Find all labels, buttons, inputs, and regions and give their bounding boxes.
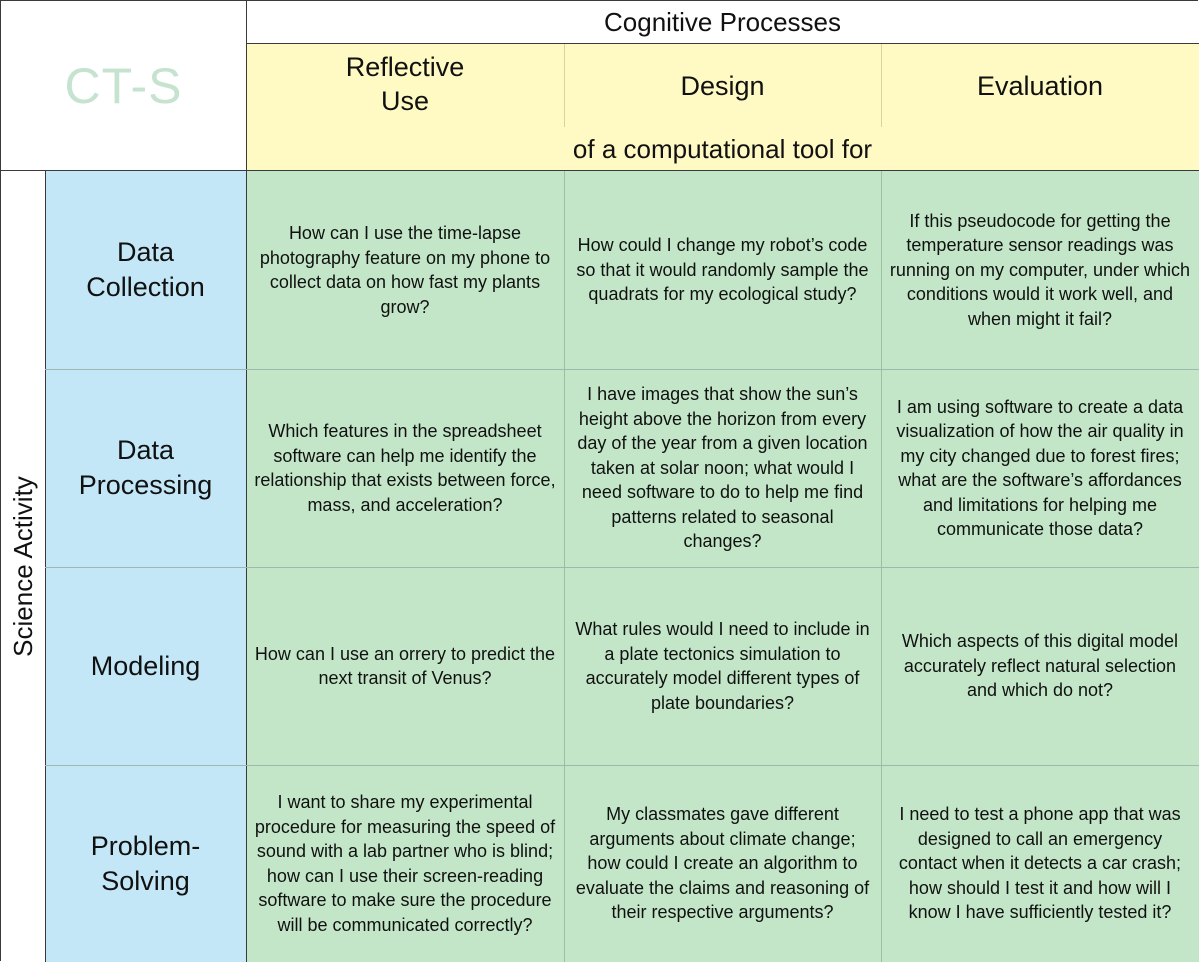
divider <box>564 171 565 962</box>
header-title-cell: Cognitive Processes <box>246 1 1199 44</box>
cell-data-collection-evaluation: If this pseudocode for getting the tempe… <box>881 171 1199 369</box>
row-label-data-processing: Data Processing <box>45 369 246 567</box>
divider <box>45 765 1199 766</box>
ct-s-logo: CT-S <box>64 58 183 114</box>
divider <box>246 1 247 962</box>
row-label-data-collection: Data Collection <box>45 171 246 369</box>
divider <box>246 43 1199 44</box>
divider <box>45 171 46 962</box>
header-title: Cognitive Processes <box>604 7 841 37</box>
divider <box>881 44 882 127</box>
divider <box>564 44 565 127</box>
column-header-design: Design <box>564 44 881 127</box>
divider <box>1 170 1199 171</box>
logo-cell: CT-S <box>1 1 246 171</box>
cell-modeling-reflective-use: How can I use an orrery to predict the n… <box>246 567 564 765</box>
side-label: Science Activity <box>7 476 38 657</box>
row-label-modeling: Modeling <box>45 567 246 765</box>
cell-problem-solving-design: My classmates gave different arguments a… <box>564 765 881 962</box>
cell-data-processing-evaluation: I am using software to create a data vis… <box>881 369 1199 567</box>
cell-problem-solving-evaluation: I need to test a phone app that was desi… <box>881 765 1199 962</box>
header-subtitle: of a computational tool for <box>572 133 873 164</box>
column-header-evaluation: Evaluation <box>881 44 1199 127</box>
cell-modeling-evaluation: Which aspects of this digital model accu… <box>881 567 1199 765</box>
column-header-reflective-use: Reflective Use <box>246 44 564 127</box>
cell-data-collection-reflective-use: How can I use the time-lapse photography… <box>246 171 564 369</box>
divider <box>45 567 1199 568</box>
cell-data-collection-design: How could I change my robot’s code so th… <box>564 171 881 369</box>
cell-data-processing-design: I have images that show the sun’s height… <box>564 369 881 567</box>
cell-data-processing-reflective-use: Which features in the spreadsheet softwa… <box>246 369 564 567</box>
cell-problem-solving-reflective-use: I want to share my experimental procedur… <box>246 765 564 962</box>
side-label-cell: Science Activity <box>1 171 45 962</box>
header-subtitle-cell: of a computational tool for <box>246 127 1199 171</box>
row-label-problem-solving: Problem- Solving <box>45 765 246 962</box>
divider <box>45 369 1199 370</box>
divider <box>881 171 882 962</box>
cell-modeling-design: What rules would I need to include in a … <box>564 567 881 765</box>
